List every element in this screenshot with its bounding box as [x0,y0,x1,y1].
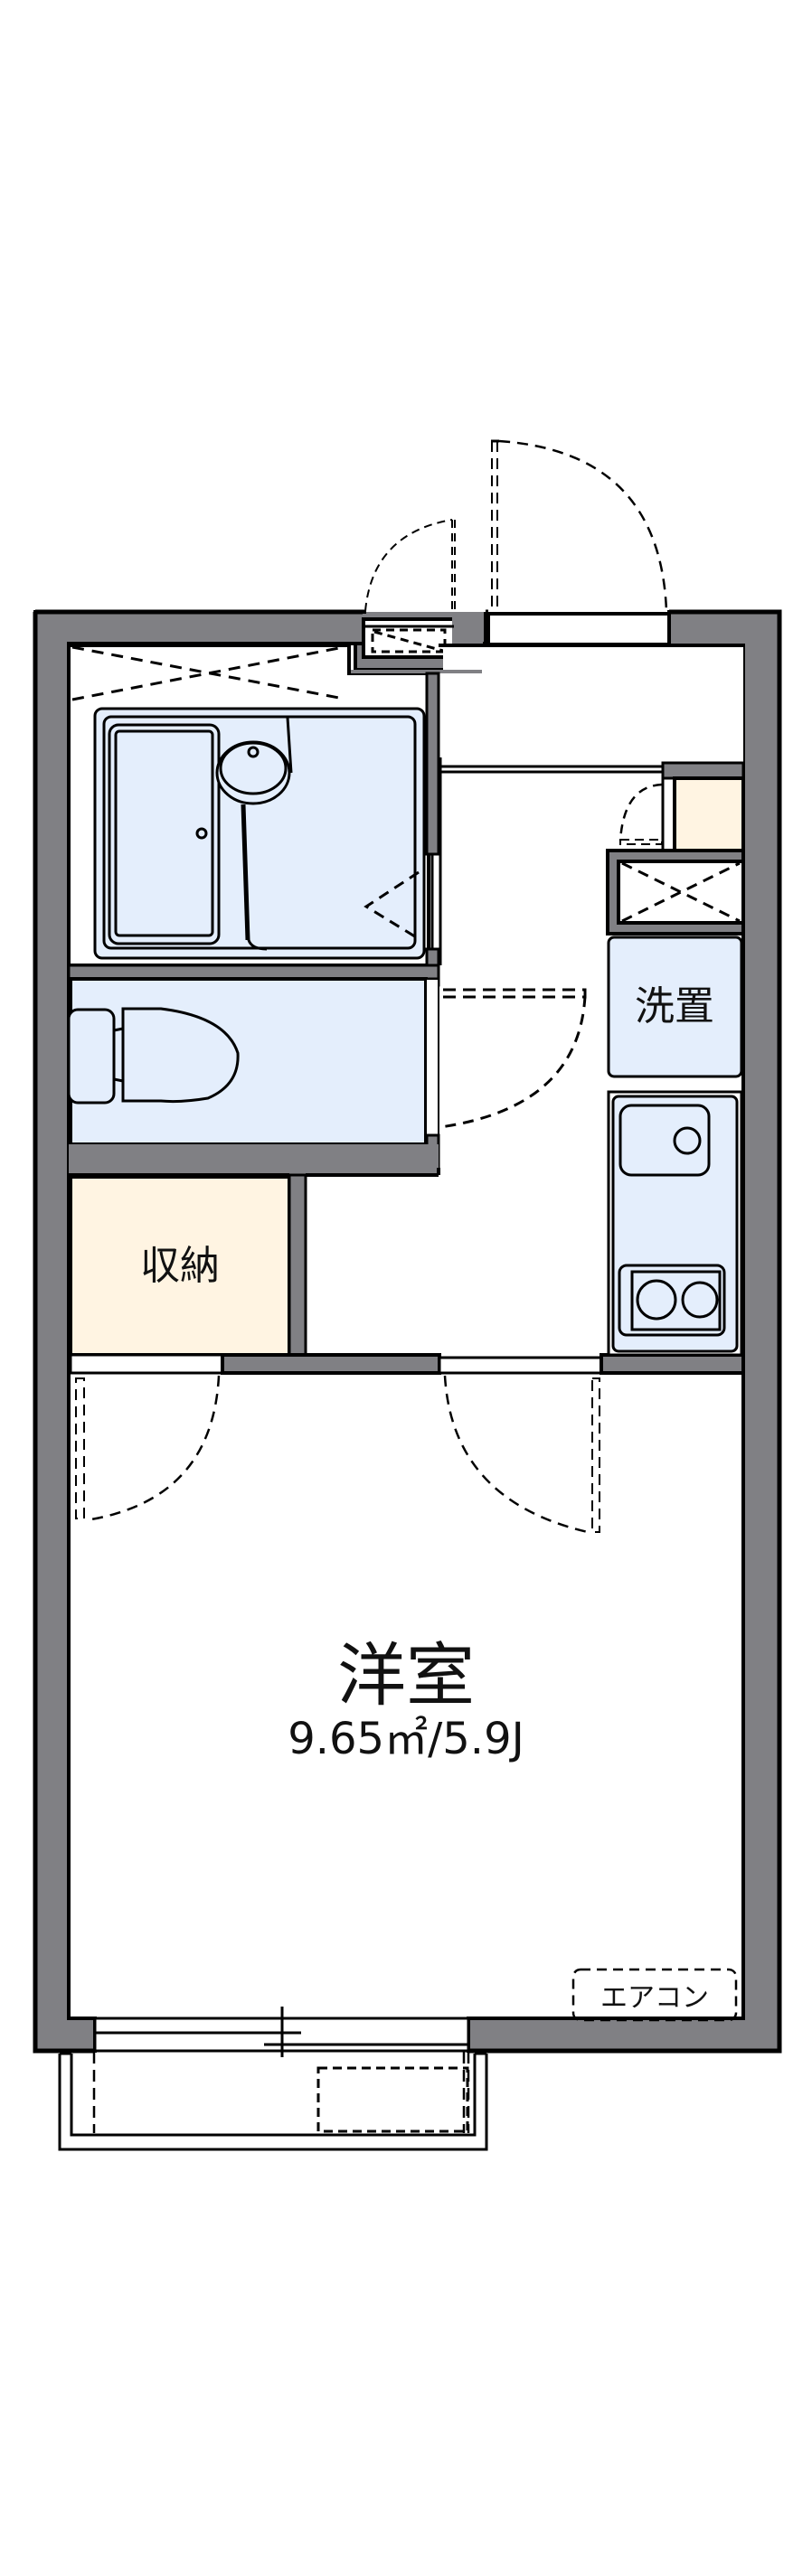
washer-space: 洗置 [607,935,743,1078]
wall-bath-toilet [67,964,440,981]
shoe-cabinet [618,761,745,852]
room-area: 9.65㎡/5.9J [288,1714,524,1764]
kitchen [607,1090,743,1357]
pipe-shaft [606,849,745,935]
outer-walls [33,609,782,2054]
aircon-label: エアコン [600,1982,709,2014]
balcony [58,2052,488,2151]
storage-label: 収納 [140,1243,220,1289]
toilet [67,977,587,1170]
sliding-window [93,2007,470,2057]
wall-room-top [69,1353,745,1534]
western-room: 洋室 9.65㎡/5.9J エアコン [288,1635,738,2022]
washer-label: 洗置 [635,983,714,1029]
entrance-door [486,439,671,646]
entrance [439,644,743,774]
storage-closet: 収納 [69,1173,307,1359]
bathroom [67,644,482,987]
room-name: 洋室 [337,1635,475,1716]
wall-toilet-storage [69,1144,439,1175]
